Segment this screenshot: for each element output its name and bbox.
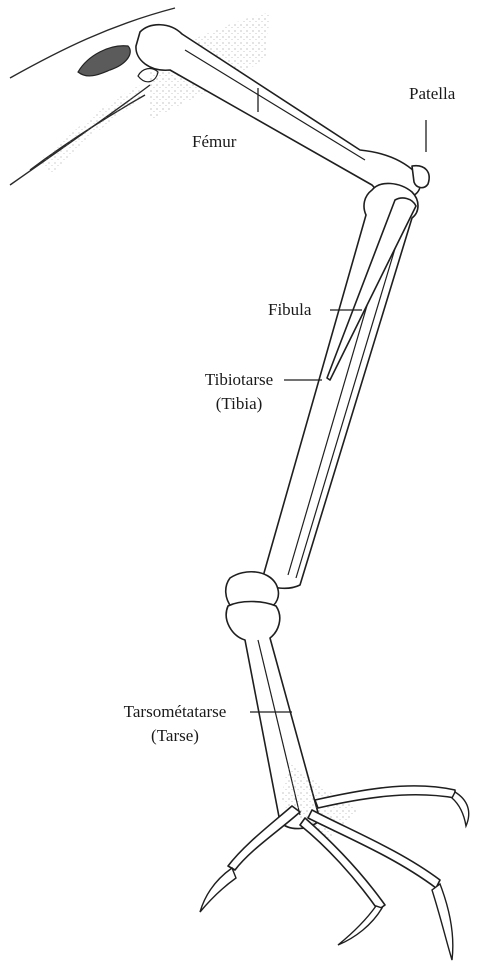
femur-bone — [136, 25, 429, 199]
label-patella: Patella — [409, 84, 455, 104]
label-tibiotarse: Tibiotarse (Tibia) — [193, 370, 285, 414]
label-tibia-text: (Tibia) — [193, 394, 285, 414]
label-tarse-text: (Tarse) — [100, 726, 250, 746]
label-femur: Fémur — [192, 132, 236, 152]
label-tarsometatarse-text: Tarsométatarse — [100, 702, 250, 722]
label-tibiotarse-text: Tibiotarse — [193, 370, 285, 390]
label-tarsometatarse: Tarsométatarse (Tarse) — [100, 702, 250, 746]
label-fibula: Fibula — [268, 300, 311, 320]
